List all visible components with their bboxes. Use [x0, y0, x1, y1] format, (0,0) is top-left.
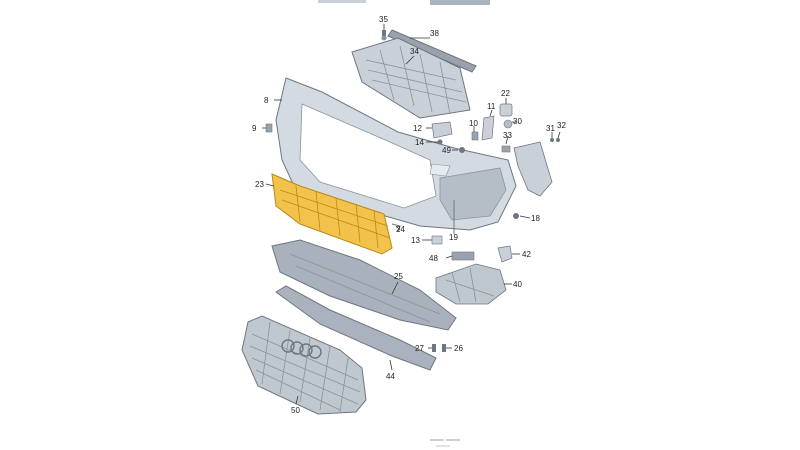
- callout-8: 8: [264, 96, 269, 105]
- part-trim-strip: [387, 29, 477, 73]
- callout-31: 31: [546, 124, 555, 133]
- callout-10: 10: [469, 119, 478, 128]
- callout-50: 50: [291, 406, 300, 415]
- part-upper-grille: [351, 37, 471, 119]
- callout-14: 14: [415, 138, 424, 147]
- part-spoiler-lip: [275, 285, 437, 371]
- callout-12: 12: [413, 124, 422, 133]
- callout-38: 38: [430, 29, 439, 38]
- callout-40: 40: [513, 280, 522, 289]
- callout-25: 25: [394, 272, 403, 281]
- part-grille-insert-highlighted: [271, 173, 393, 255]
- callout-13: 13: [411, 236, 420, 245]
- footer-mark: [430, 439, 460, 447]
- cropped-top-artifact: [318, 0, 490, 5]
- part-bumper-cover: [275, 77, 517, 231]
- callout-34: 34: [410, 47, 419, 56]
- part-undertray: [271, 239, 457, 331]
- callout-labels: 35 38 34 8 22 11 10 30 9 12 14 33 31 32 …: [252, 15, 566, 415]
- part-main-grille: [241, 315, 367, 415]
- callout-44: 44: [386, 372, 395, 381]
- callout-26: 26: [454, 344, 463, 353]
- callout-19: 19: [449, 233, 458, 242]
- callout-18: 18: [531, 214, 540, 223]
- callout-48: 48: [429, 254, 438, 263]
- callout-30: 30: [513, 117, 522, 126]
- callout-24: 24: [396, 225, 405, 234]
- callout-32: 32: [557, 121, 566, 130]
- callout-33: 33: [503, 131, 512, 140]
- small-parts: [265, 30, 560, 352]
- rings-logo-icon: [281, 339, 322, 359]
- callout-11: 11: [487, 102, 496, 111]
- callout-42: 42: [522, 250, 531, 259]
- leader-lines: [262, 24, 561, 405]
- callout-23: 23: [255, 180, 264, 189]
- callout-27: 27: [415, 344, 424, 353]
- callout-35: 35: [379, 15, 388, 24]
- callout-9: 9: [252, 124, 257, 133]
- callout-49: 49: [442, 146, 451, 155]
- callout-22: 22: [501, 89, 510, 98]
